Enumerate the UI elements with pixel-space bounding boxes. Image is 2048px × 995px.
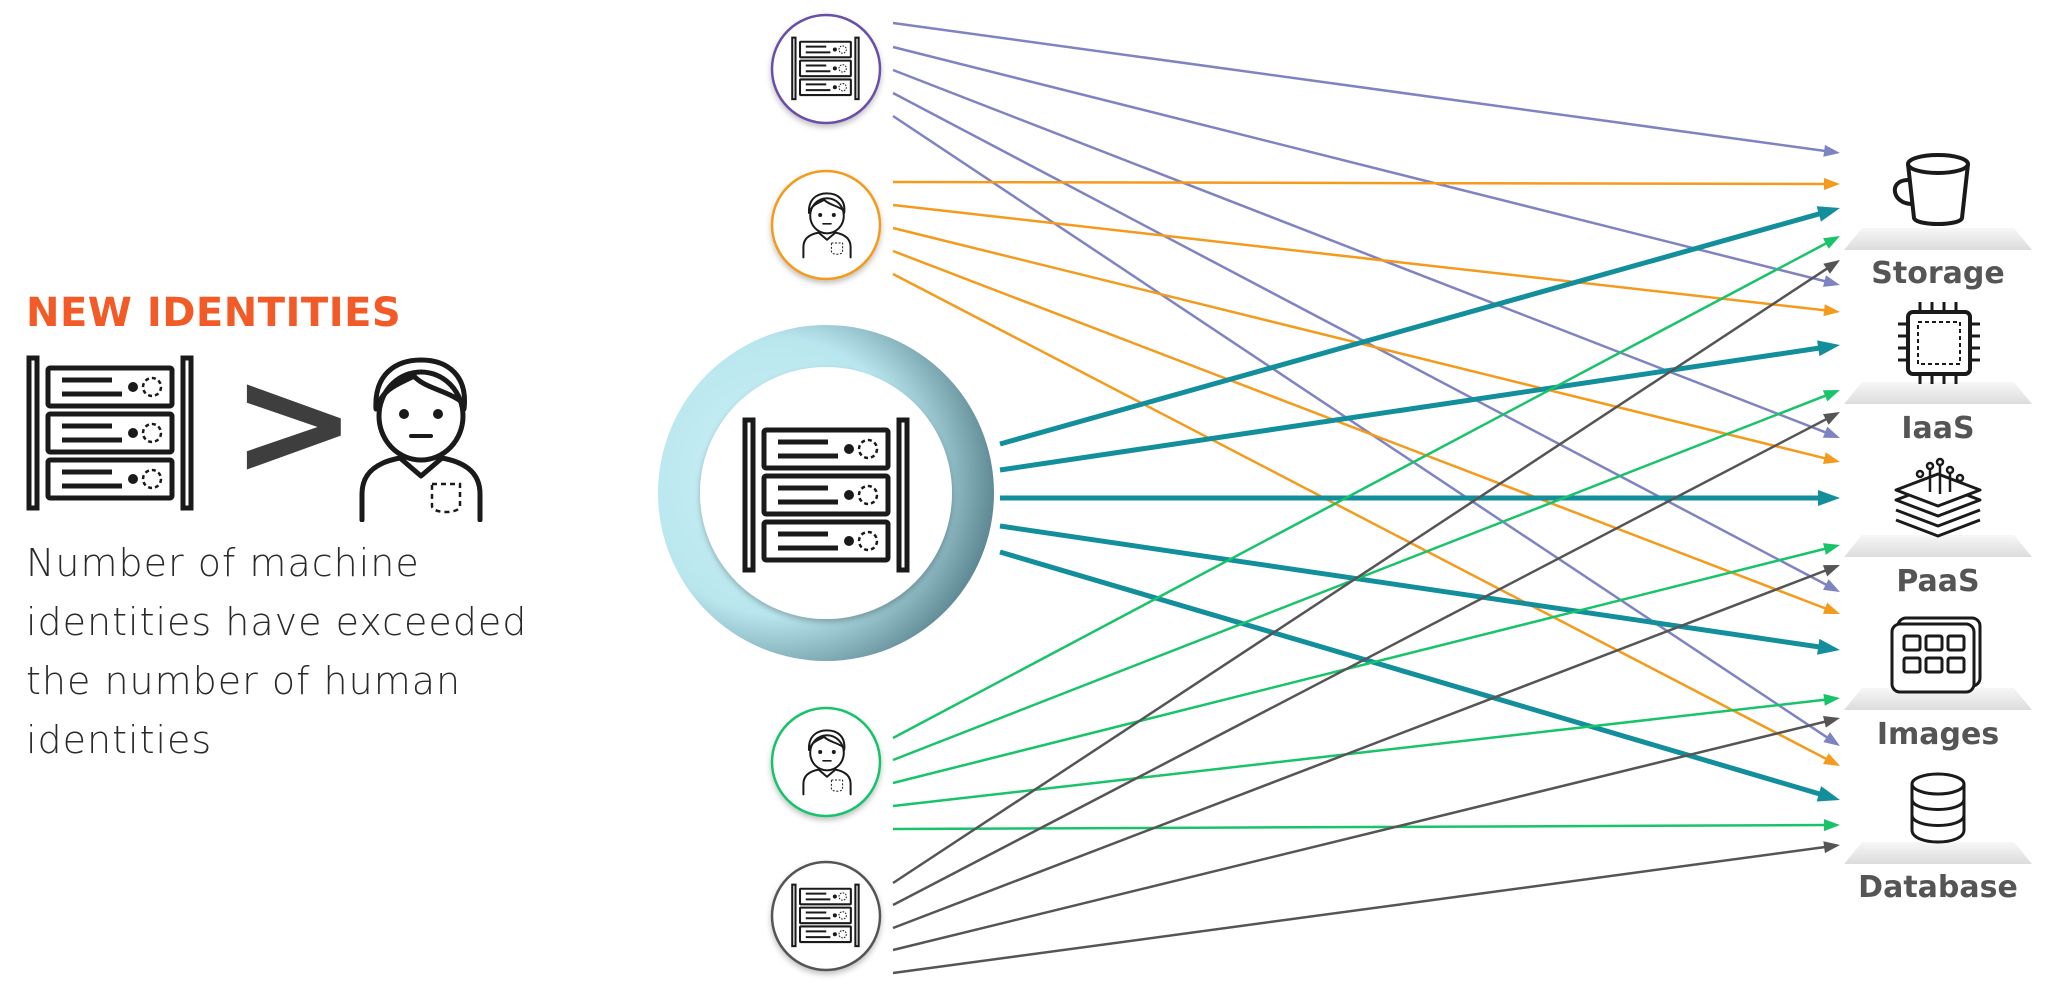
arrow-head <box>1823 753 1840 766</box>
greater-than-symbol: > <box>231 336 357 510</box>
source-node-gray <box>770 860 882 972</box>
connection-line <box>892 546 1830 785</box>
connection-line <box>892 567 1830 930</box>
arrow-head <box>1817 340 1840 357</box>
arrow-head <box>1823 412 1840 425</box>
person-icon <box>359 357 483 522</box>
connection-line <box>892 416 1831 907</box>
arrow-head <box>1823 275 1840 287</box>
connections <box>892 21 1840 975</box>
resource-label-storage: Storage <box>1871 256 2005 291</box>
resource-label-iaas: IaaS <box>1901 411 1975 446</box>
resource-label-images: Images <box>1876 717 2000 752</box>
connection-line <box>892 698 1830 808</box>
source-node-purple <box>770 13 882 125</box>
connection-line <box>892 272 1831 762</box>
connection-line <box>892 45 1830 284</box>
source-node-green <box>770 706 882 818</box>
source-node-orange <box>770 169 882 281</box>
resource-platform <box>1844 228 2032 250</box>
resource-platforms <box>1844 228 2032 864</box>
connection-line <box>892 180 1829 186</box>
connection-line <box>999 523 1826 651</box>
connection-line <box>892 845 1830 975</box>
tagline: Number of machine identities have exceed… <box>26 541 528 762</box>
connection-line <box>892 203 1830 312</box>
arrow-head <box>1822 390 1840 402</box>
connection-line <box>892 823 1829 831</box>
arrow-head <box>1823 144 1840 157</box>
server-rack-icon <box>26 355 194 511</box>
arrow-head <box>1823 177 1840 190</box>
source-node-main <box>658 325 994 661</box>
resource-label-database: Database <box>1858 870 2018 905</box>
resource-platform <box>1844 688 2032 710</box>
arrow-head <box>1823 819 1840 832</box>
connection-line <box>892 249 1830 612</box>
arrow-head <box>1823 579 1840 592</box>
arrow-head <box>1822 565 1840 577</box>
arrow-head <box>1817 638 1840 655</box>
resource-platform <box>1844 842 2032 864</box>
image-grid-icon <box>1890 616 1982 694</box>
arrow-head <box>1823 732 1840 746</box>
arrow-head <box>1823 693 1840 706</box>
arrow-head <box>1822 426 1840 438</box>
arrow-head <box>1823 304 1840 317</box>
arrow-head <box>1823 260 1840 274</box>
intro-panel: NEW IDENTITIES > <box>26 290 646 770</box>
heading: NEW IDENTITIES <box>26 290 402 336</box>
arrow-head <box>1818 490 1840 506</box>
connection-line <box>999 209 1826 447</box>
connection-line <box>892 392 1831 762</box>
connection-line <box>892 719 1830 952</box>
arrow-head <box>1823 715 1840 728</box>
connection-line <box>892 114 1832 741</box>
identity-comparison: > <box>26 348 506 522</box>
chip-icon <box>1898 302 1980 384</box>
connection-line <box>999 344 1826 473</box>
arrow-head <box>1822 602 1840 614</box>
arrow-head <box>1823 543 1840 555</box>
arrow-head <box>1823 841 1840 854</box>
arrow-head <box>1816 786 1840 802</box>
connection-line <box>892 68 1831 436</box>
connection-line <box>892 21 1830 153</box>
resource-platform <box>1844 535 2032 557</box>
resource-label-paas: PaaS <box>1896 564 1980 599</box>
arrow-head <box>1816 206 1840 222</box>
arrow-head <box>1823 236 1840 249</box>
database-icon <box>1910 772 1966 844</box>
connection-line <box>892 265 1832 885</box>
layers-icon <box>1894 457 1982 538</box>
bucket-icon <box>1892 153 1970 226</box>
resource-platform <box>1844 382 2032 404</box>
connection-line <box>892 240 1831 740</box>
arrow-head <box>1823 452 1840 464</box>
